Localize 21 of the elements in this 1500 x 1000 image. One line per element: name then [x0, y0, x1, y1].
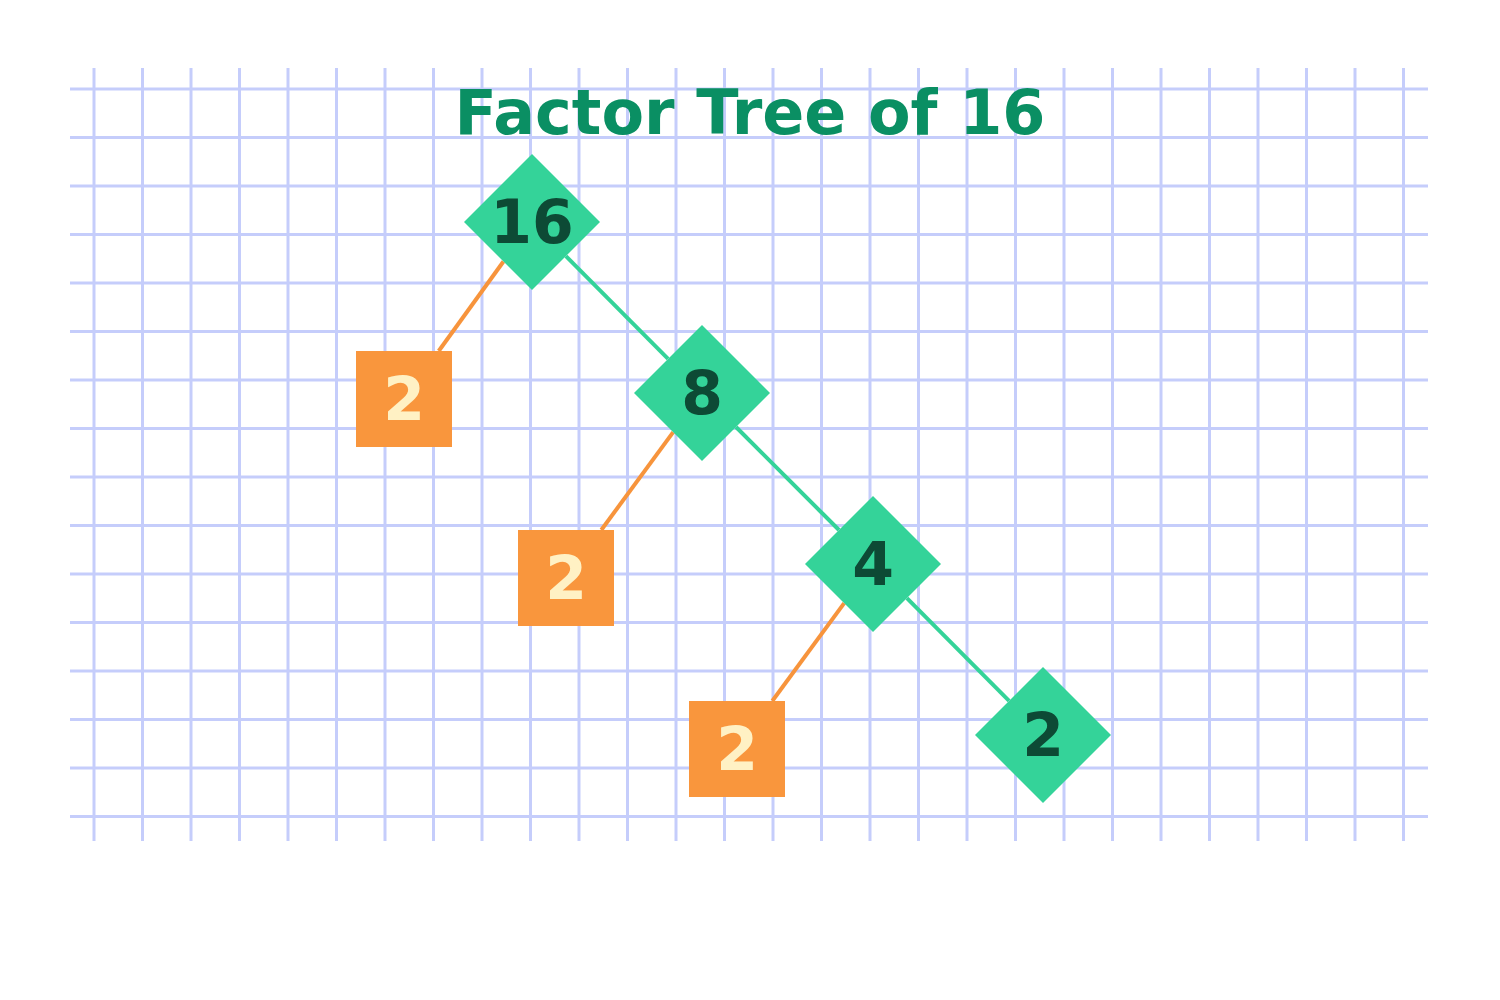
factor-number: 16 — [490, 192, 574, 252]
composite-diamond — [464, 154, 600, 290]
prime-square — [356, 351, 452, 447]
prime-square — [518, 530, 614, 626]
connector-line — [770, 602, 846, 703]
connector-line — [905, 596, 1011, 703]
factor-number: 2 — [716, 719, 758, 779]
factor-number: 2 — [383, 369, 425, 429]
connector-line — [564, 254, 670, 361]
prime-square — [689, 701, 785, 797]
composite-diamond — [805, 496, 941, 632]
connector-line — [734, 425, 841, 532]
factor-number: 2 — [1022, 705, 1064, 765]
connector-line — [437, 260, 506, 353]
title: Factor Tree of 16 — [454, 76, 1046, 149]
composite-diamond — [634, 325, 770, 461]
connector-line — [599, 431, 675, 532]
factor-number: 2 — [545, 548, 587, 608]
factor-number: 8 — [681, 363, 723, 423]
composite-diamond — [975, 667, 1111, 803]
factor-number: 4 — [852, 534, 894, 594]
